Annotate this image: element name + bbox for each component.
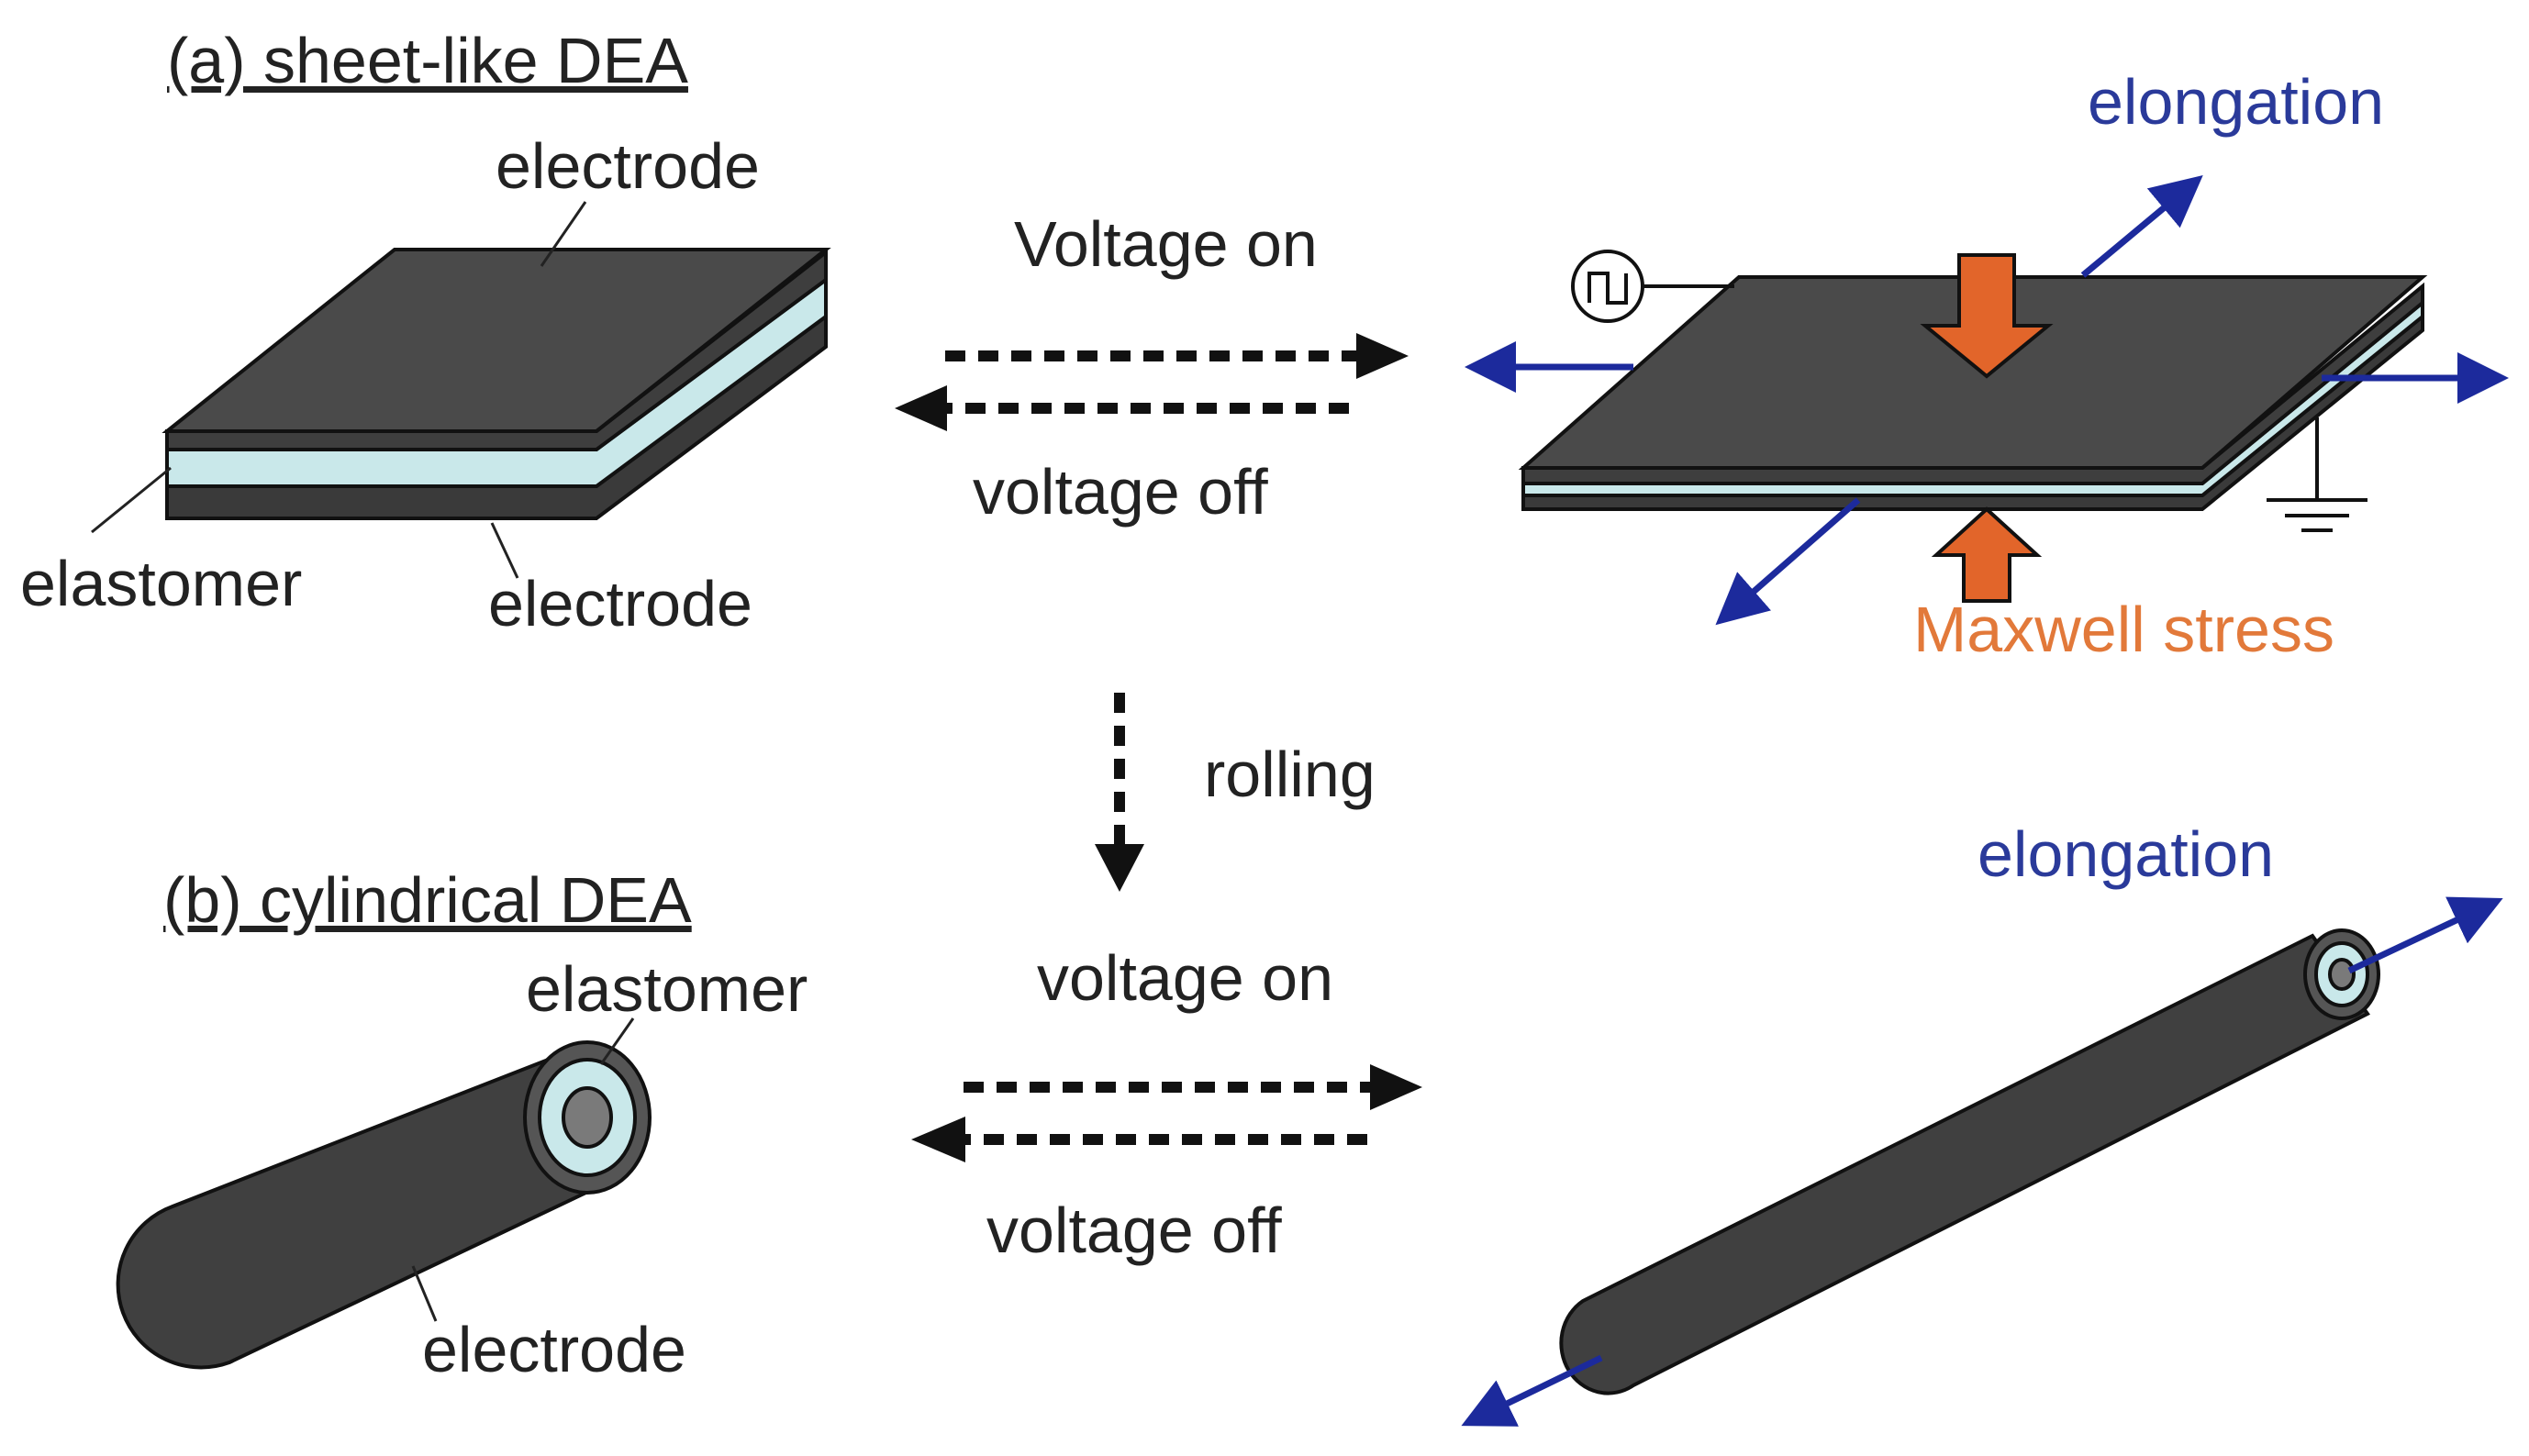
label-electrode-bottom: electrode [488, 568, 752, 639]
rolling-arrowhead [1095, 844, 1144, 892]
sheet-dea-stack [162, 248, 831, 520]
label-electrode-top: electrode [496, 130, 760, 202]
label-rolling: rolling [1204, 739, 1376, 810]
label-voltage-off-bottom: voltage off [986, 1195, 1282, 1266]
label-voltage-on-top: Voltage on [1014, 208, 1318, 280]
cylinder-title: (b) cylindrical DEA [163, 864, 692, 936]
maxwell-arrow-up [1931, 506, 2043, 603]
actuated-top-electrode [1518, 275, 2428, 470]
label-elongation-bottom: elongation [1978, 818, 2274, 890]
leader-cyl-electrode [411, 1265, 438, 1322]
sheet-title: (a) sheet-like DEA [167, 25, 688, 96]
elongation-arrow-cyl-left [1461, 1354, 1603, 1427]
cylinder-core-electrode [562, 1086, 613, 1149]
label-voltage-on-bottom: voltage on [1037, 942, 1333, 1014]
actuated-sheet [1518, 275, 2428, 511]
label-elastomer: elastomer [20, 548, 302, 619]
arrowhead-on-top [1356, 333, 1409, 379]
leader-elastomer [91, 466, 172, 534]
maxwell-arrow-down [1920, 253, 2054, 379]
elongation-arrow-up [2080, 175, 2203, 278]
arrowhead-off-bottom [911, 1117, 965, 1162]
actuated-cyl-core [2328, 958, 2356, 991]
arrowhead-on-bottom [1370, 1064, 1422, 1110]
actuated-cylinder [1559, 928, 2380, 1395]
leader-electrode-top [540, 201, 587, 267]
label-elongation-top: elongation [2088, 66, 2384, 138]
arrowhead-off-top [895, 385, 947, 431]
sheet-top-electrode [162, 248, 831, 433]
label-voltage-off-top: voltage off [973, 456, 1268, 528]
cylinder-body [116, 1052, 618, 1370]
label-maxwell-stress: Maxwell stress [1913, 594, 2334, 665]
label-cyl-electrode: electrode [422, 1314, 686, 1385]
leader-electrode-bottom [490, 522, 519, 579]
pulse-symbol-icon [1588, 272, 1628, 305]
cylinder-dea [116, 1040, 652, 1370]
elongation-arrow-down [1715, 497, 1861, 626]
label-cyl-elastomer: elastomer [526, 953, 808, 1025]
actuated-cylinder-body [1559, 933, 2370, 1395]
leader-cyl-elastomer [599, 1017, 635, 1065]
elongation-arrow-cyl-right [2347, 896, 2503, 974]
